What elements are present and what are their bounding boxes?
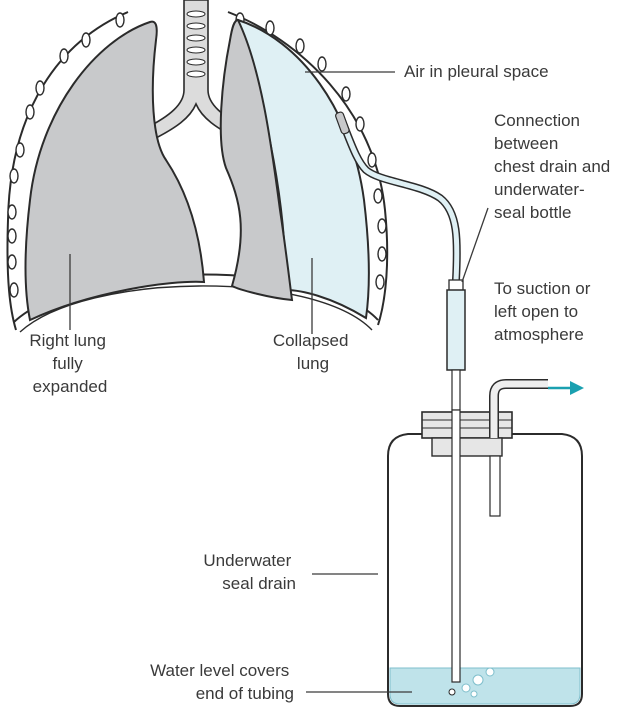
underwater-seal-bottle	[388, 384, 582, 706]
outflow-arrow	[548, 381, 584, 395]
water-level-label: Water level covers end of tubing	[150, 661, 294, 703]
seal-drain-label: Underwater seal drain	[203, 551, 296, 593]
connection-label: Connection between chest drain and under…	[494, 111, 615, 222]
suction-label: To suction or left open to atmosphere	[494, 279, 595, 344]
collapsed-lung-label: Collapsed lung	[273, 331, 353, 373]
right-lung-label: Right lung fully expanded	[29, 331, 110, 396]
air-pleural-label: Air in pleural space	[404, 62, 549, 81]
right-lung	[26, 22, 205, 320]
water	[390, 668, 580, 704]
